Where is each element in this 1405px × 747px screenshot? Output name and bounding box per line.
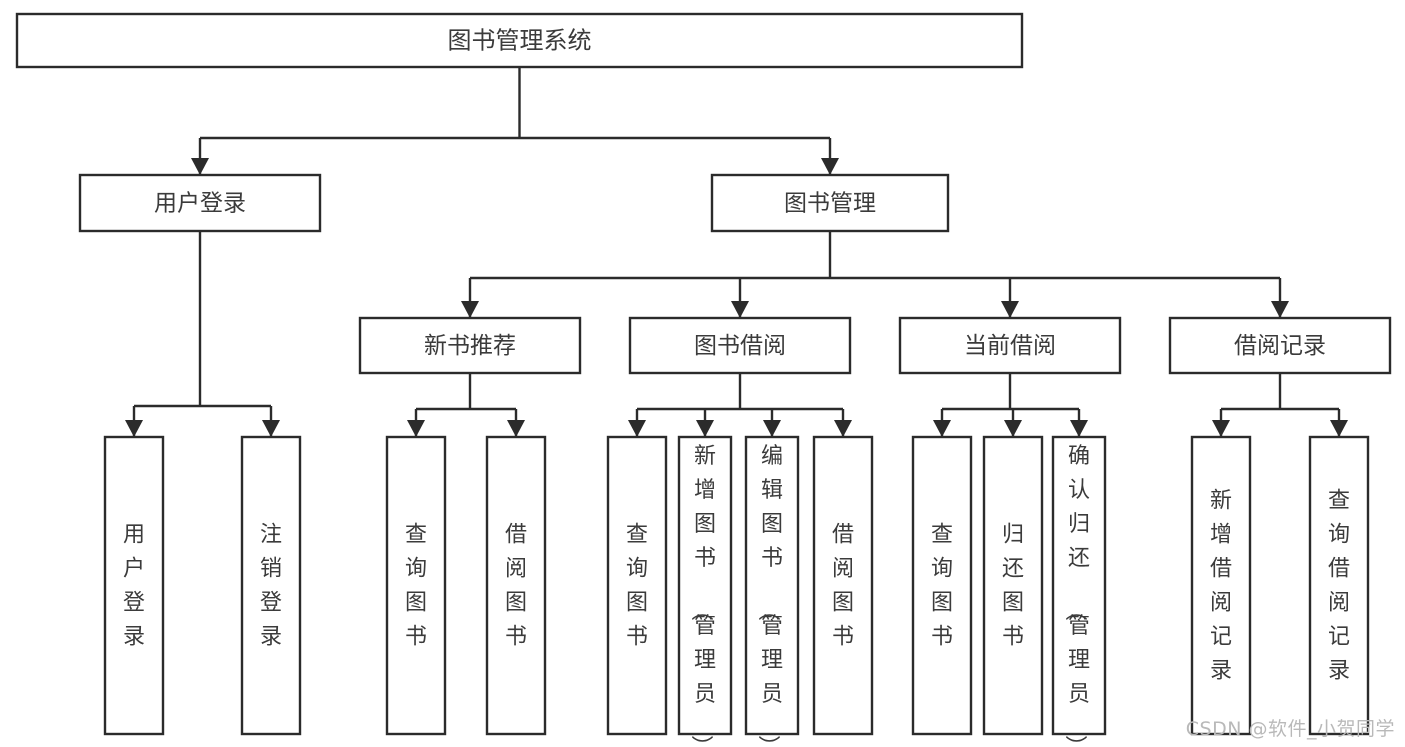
- to-book-borrow-arrow: [763, 420, 781, 437]
- leaf-leaf-user-login[interactable]: 用户登录: [103, 435, 165, 736]
- leaf-box[interactable]: [812, 435, 874, 736]
- leaf-label: 归还图书: [1002, 523, 1024, 650]
- leaf-leaf-add-book[interactable]: 新增图书（管理员）: [677, 435, 733, 747]
- leaf-leaf-borrow-book-1[interactable]: 借阅图书: [485, 435, 547, 736]
- leaf-label: 借阅图书: [832, 523, 854, 650]
- node-box[interactable]: [898, 316, 1122, 375]
- leaf-leaf-query-record[interactable]: 查询借阅记录: [1308, 435, 1370, 736]
- bookmanage-to-level2-arrow: [731, 301, 749, 318]
- leaf-leaf-borrow-book-2[interactable]: 借阅图书: [812, 435, 874, 736]
- leaf-leaf-edit-book[interactable]: 编辑图书（管理员）: [744, 435, 800, 747]
- leaf-box[interactable]: [911, 435, 973, 736]
- leaf-box[interactable]: [677, 435, 733, 736]
- to-new-book-rec-arrow: [407, 420, 425, 437]
- to-new-book-rec-arrow: [507, 420, 525, 437]
- node-label: 借阅记录: [1234, 333, 1326, 359]
- leaf-box[interactable]: [103, 435, 165, 736]
- node-box[interactable]: [628, 316, 852, 375]
- to-current-loan-arrow: [933, 420, 951, 437]
- node-box[interactable]: [710, 173, 950, 233]
- node-label: 图书管理: [784, 191, 876, 217]
- bookmanage-to-level2-arrow: [461, 301, 479, 318]
- leaf-leaf-return-book[interactable]: 归还图书: [982, 435, 1044, 736]
- leaf-label: 查询图书: [405, 523, 427, 650]
- leaf-box[interactable]: [1308, 435, 1370, 736]
- to-loan-record-arrow: [1212, 420, 1230, 437]
- to-book-borrow-arrow: [696, 420, 714, 437]
- to-current-loan-arrow: [1070, 420, 1088, 437]
- to-user-login-arrow: [125, 420, 143, 437]
- node-new-book-rec[interactable]: 新书推荐: [358, 316, 582, 375]
- node-loan-record[interactable]: 借阅记录: [1168, 316, 1392, 375]
- node-label: 图书管理系统: [448, 27, 592, 55]
- leaf-label: 查询图书: [931, 523, 953, 650]
- root-to-level1-arrow: [191, 158, 209, 175]
- leaf-label: 编辑图书（管理员）: [755, 444, 783, 747]
- node-label: 用户登录: [154, 191, 246, 217]
- to-user-login-arrow: [262, 420, 280, 437]
- csdn-watermark: CSDN @软件_小贺同学: [1185, 718, 1395, 740]
- leaf-leaf-add-record[interactable]: 新增借阅记录: [1190, 435, 1252, 736]
- node-label: 图书借阅: [694, 333, 786, 359]
- to-loan-record-arrow: [1330, 420, 1348, 437]
- to-book-borrow-arrow: [628, 420, 646, 437]
- leaf-leaf-confirm-return[interactable]: 确认归还（管理员）: [1051, 435, 1107, 747]
- leaf-leaf-query-book-3[interactable]: 查询图书: [911, 435, 973, 736]
- node-label: 当前借阅: [964, 333, 1056, 359]
- leaf-box[interactable]: [982, 435, 1044, 736]
- node-current-loan[interactable]: 当前借阅: [898, 316, 1122, 375]
- node-book-borrow[interactable]: 图书借阅: [628, 316, 852, 375]
- leaf-label: 查询借阅记录: [1328, 489, 1350, 684]
- leaf-label: 新增借阅记录: [1210, 489, 1232, 684]
- leaf-label: 借阅图书: [505, 523, 527, 650]
- node-box[interactable]: [1168, 316, 1392, 375]
- leaf-box[interactable]: [1051, 435, 1107, 736]
- leaf-box[interactable]: [485, 435, 547, 736]
- node-root[interactable]: 图书管理系统: [15, 12, 1024, 69]
- node-label: 新书推荐: [424, 333, 516, 359]
- leaf-label: 用户登录: [123, 523, 145, 650]
- node-box[interactable]: [15, 12, 1024, 69]
- node-book-manage[interactable]: 图书管理: [710, 173, 950, 233]
- leaf-leaf-user-logout[interactable]: 注销登录: [240, 435, 302, 736]
- leaf-label: 注销登录: [260, 523, 282, 650]
- leaf-label: 新增图书（管理员）: [688, 444, 716, 747]
- leaf-box[interactable]: [240, 435, 302, 736]
- to-current-loan-arrow: [1004, 420, 1022, 437]
- leaf-leaf-query-book-1[interactable]: 查询图书: [385, 435, 447, 736]
- nodes-layer: 图书管理系统用户登录图书管理新书推荐图书借阅当前借阅借阅记录用户登录注销登录查询…: [15, 12, 1392, 747]
- bookmanage-to-level2-arrow: [1271, 301, 1289, 318]
- to-book-borrow-arrow: [834, 420, 852, 437]
- edges-layer: [125, 67, 1348, 437]
- leaf-label: 确认归还（管理员）: [1062, 444, 1090, 747]
- root-to-level1-arrow: [821, 158, 839, 175]
- leaf-box[interactable]: [1190, 435, 1252, 736]
- bookmanage-to-level2-arrow: [1001, 301, 1019, 318]
- leaf-box[interactable]: [606, 435, 668, 736]
- leaf-box[interactable]: [385, 435, 447, 736]
- leaf-leaf-query-book-2[interactable]: 查询图书: [606, 435, 668, 736]
- node-box[interactable]: [358, 316, 582, 375]
- node-user-login[interactable]: 用户登录: [78, 173, 322, 233]
- node-box[interactable]: [78, 173, 322, 233]
- leaf-label: 查询图书: [626, 523, 648, 650]
- leaf-box[interactable]: [744, 435, 800, 736]
